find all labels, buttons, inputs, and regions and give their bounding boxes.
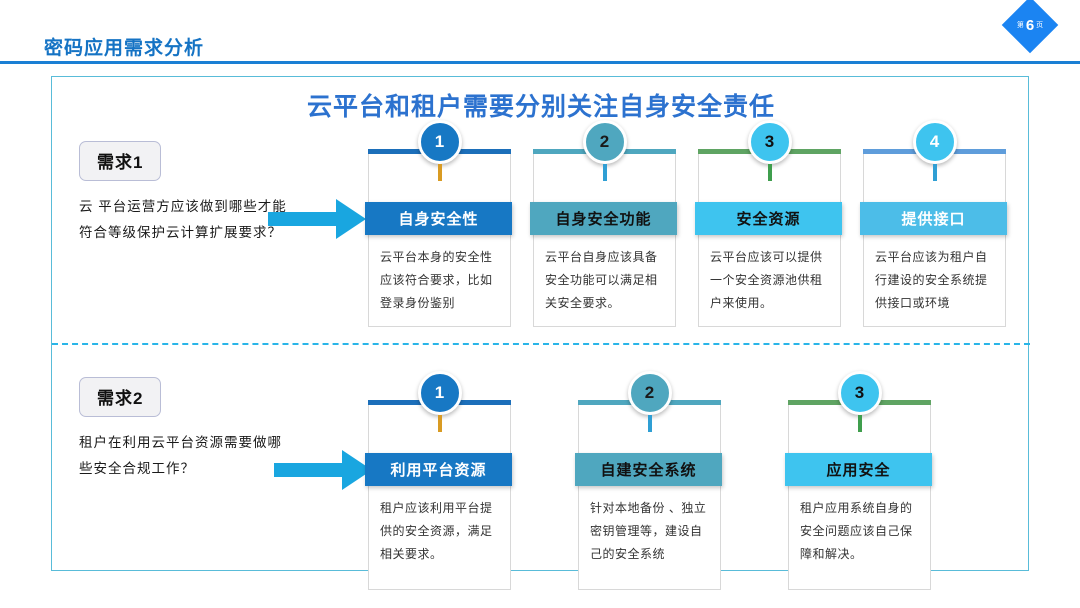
card-body-text: 针对本地备份 、独立密钥管理等，建设自己的安全系统 bbox=[590, 501, 707, 561]
card-stem-connector bbox=[602, 164, 607, 181]
card-body-text: 租户应该利用平台提供的安全资源，满足相关要求。 bbox=[380, 501, 493, 561]
card-step-number-circle: 3 bbox=[837, 371, 882, 415]
card-stem-connector bbox=[767, 164, 772, 181]
page-number-badge: 第 6 页 bbox=[1010, 5, 1050, 45]
arrow-right-icon-2 bbox=[274, 450, 372, 490]
card-body-text: 云平台应该为租户自行建设的安全系统提供接口或环境 bbox=[875, 250, 988, 310]
card-stem-connector bbox=[437, 164, 442, 181]
card-stem-connector bbox=[857, 415, 862, 432]
card-title: 自建安全系统 bbox=[575, 453, 722, 486]
section-divider bbox=[52, 343, 1030, 345]
page-badge-suffix: 页 bbox=[1036, 22, 1044, 29]
card-stem-connector bbox=[932, 164, 937, 181]
requirement-badge-1: 需求1 bbox=[79, 141, 162, 181]
card-body-text: 租户应用系统自身的安全问题应该自己保障和解决。 bbox=[800, 501, 913, 561]
card-title: 利用平台资源 bbox=[365, 453, 512, 486]
card-step-number-circle: 2 bbox=[582, 120, 627, 164]
card-step-number-circle: 1 bbox=[417, 120, 462, 164]
card-stem-connector bbox=[437, 415, 442, 432]
arrow-right-icon-1 bbox=[268, 199, 366, 239]
title-underline-rule bbox=[0, 61, 1080, 64]
info-card[interactable]: 3 安全资源云平台应该可以提供一个安全资源池供租户来使用。 bbox=[695, 120, 842, 327]
content-frame: 云平台和租户需要分别关注自身安全责任 需求1 云 平台运营方应该做到哪些才能符合… bbox=[51, 76, 1030, 590]
card-title: 应用安全 bbox=[785, 453, 932, 486]
requirement-text-1: 云 平台运营方应该做到哪些才能符合等级保护云计算扩展要求？ bbox=[79, 199, 287, 240]
info-card[interactable]: 1 自身安全性云平台本身的安全性应该符合要求，比如登录身份鉴别 bbox=[365, 120, 512, 327]
page-badge-prefix: 第 bbox=[1016, 22, 1024, 29]
card-title: 自身安全性 bbox=[365, 202, 512, 235]
requirement-block-2: 需求2 租户在利用云平台资源需要做哪些安全合规工作？ bbox=[79, 377, 289, 482]
info-card[interactable]: 1 利用平台资源租户应该利用平台提供的安全资源，满足相关要求。 bbox=[365, 371, 512, 590]
info-card[interactable]: 2 自身安全功能云平台自身应该具备安全功能可以满足相关安全要求。 bbox=[530, 120, 677, 327]
requirement-badge-2: 需求2 bbox=[79, 377, 162, 417]
requirement-text-2: 租户在利用云平台资源需要做哪些安全合规工作？ bbox=[79, 435, 282, 476]
card-body-text: 云平台自身应该具备安全功能可以满足相关安全要求。 bbox=[545, 250, 658, 310]
card-body-text: 云平台本身的安全性应该符合要求，比如登录身份鉴别 bbox=[380, 250, 493, 310]
card-step-number-circle: 4 bbox=[912, 120, 957, 164]
page-badge-number: 6 bbox=[1025, 16, 1035, 34]
card-title: 提供接口 bbox=[860, 202, 1007, 235]
headline: 云平台和租户需要分别关注自身安全责任 bbox=[306, 93, 775, 121]
info-card[interactable]: 4 提供接口云平台应该为租户自行建设的安全系统提供接口或环境 bbox=[860, 120, 1007, 327]
card-stem-connector bbox=[647, 415, 652, 432]
card-step-number-circle: 1 bbox=[417, 371, 462, 415]
requirement-block-1: 需求1 云 平台运营方应该做到哪些才能符合等级保护云计算扩展要求？ bbox=[79, 141, 289, 246]
card-body-text: 云平台应该可以提供一个安全资源池供租户来使用。 bbox=[710, 250, 823, 310]
card-title: 自身安全功能 bbox=[530, 202, 677, 235]
card-step-number-circle: 2 bbox=[627, 371, 672, 415]
info-card[interactable]: 2 自建安全系统针对本地备份 、独立密钥管理等，建设自己的安全系统 bbox=[575, 371, 722, 590]
page-title: 密码应用需求分析 bbox=[44, 38, 205, 59]
card-title: 安全资源 bbox=[695, 202, 842, 235]
info-card[interactable]: 3 应用安全租户应用系统自身的安全问题应该自己保障和解决。 bbox=[785, 371, 932, 590]
card-step-number-circle: 3 bbox=[747, 120, 792, 164]
